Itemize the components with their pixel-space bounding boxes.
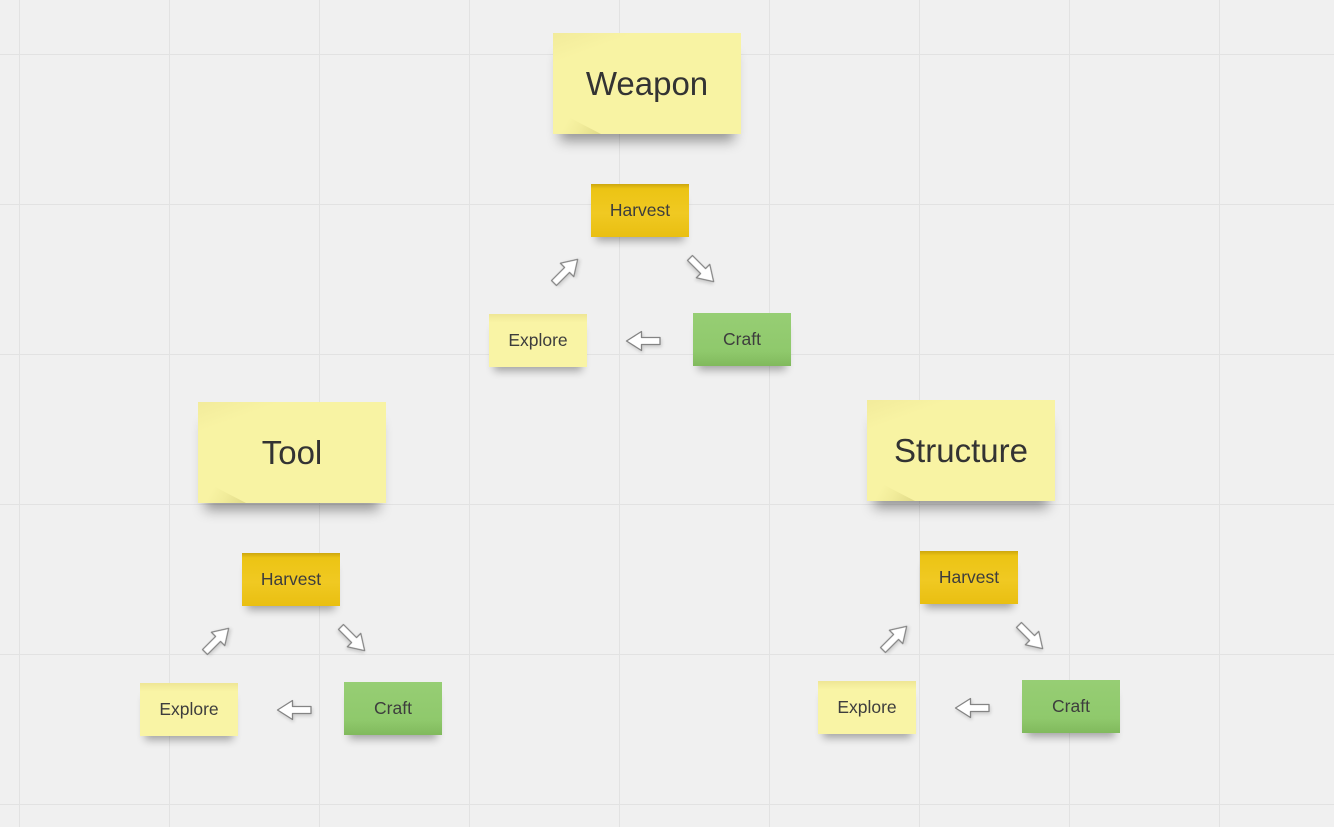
sticky-note-craft-weapon[interactable]: Craft bbox=[693, 313, 791, 366]
sticky-note-weapon-label: Weapon bbox=[585, 64, 709, 102]
sticky-note-harvest-tool[interactable]: Harvest bbox=[242, 553, 340, 606]
sticky-note-craft-structure[interactable]: Craft bbox=[1022, 680, 1120, 733]
sticky-note-weapon[interactable]: Weapon bbox=[553, 33, 741, 134]
sticky-note-explore-label: Explore bbox=[837, 697, 897, 717]
sticky-note-explore-tool[interactable]: Explore bbox=[140, 683, 238, 736]
sticky-note-explore-label: Explore bbox=[508, 330, 568, 350]
sticky-note-harvest-label: Harvest bbox=[938, 567, 1000, 587]
sticky-note-structure-label: Structure bbox=[894, 431, 1028, 469]
down-right-arrow-harvest-to-craft[interactable] bbox=[681, 249, 722, 290]
up-right-arrow-explore-to-harvest[interactable] bbox=[545, 250, 586, 291]
sticky-note-explore-structure[interactable]: Explore bbox=[818, 681, 916, 734]
up-right-arrow-explore-to-harvest[interactable] bbox=[196, 619, 237, 660]
sticky-note-harvest-label: Harvest bbox=[260, 569, 322, 589]
sticky-note-harvest-weapon[interactable]: Harvest bbox=[591, 184, 689, 237]
sticky-note-craft-label: Craft bbox=[723, 329, 761, 349]
sticky-note-craft-tool[interactable]: Craft bbox=[344, 682, 442, 735]
sticky-note-tool-label: Tool bbox=[261, 433, 323, 471]
left-arrow-craft-to-explore[interactable] bbox=[954, 697, 990, 719]
left-arrow-craft-to-explore[interactable] bbox=[625, 330, 661, 352]
sticky-note-tool[interactable]: Tool bbox=[198, 402, 386, 503]
down-right-arrow-harvest-to-craft[interactable] bbox=[332, 618, 373, 659]
sticky-note-harvest-structure[interactable]: Harvest bbox=[920, 551, 1018, 604]
sticky-note-explore-weapon[interactable]: Explore bbox=[489, 314, 587, 367]
sticky-note-craft-label: Craft bbox=[374, 698, 412, 718]
sticky-note-structure[interactable]: Structure bbox=[867, 400, 1055, 501]
left-arrow-craft-to-explore[interactable] bbox=[276, 699, 312, 721]
sticky-note-explore-label: Explore bbox=[159, 699, 219, 719]
sticky-note-harvest-label: Harvest bbox=[609, 200, 671, 220]
sticky-note-craft-label: Craft bbox=[1052, 696, 1090, 716]
down-right-arrow-harvest-to-craft[interactable] bbox=[1010, 616, 1051, 657]
up-right-arrow-explore-to-harvest[interactable] bbox=[874, 617, 915, 658]
